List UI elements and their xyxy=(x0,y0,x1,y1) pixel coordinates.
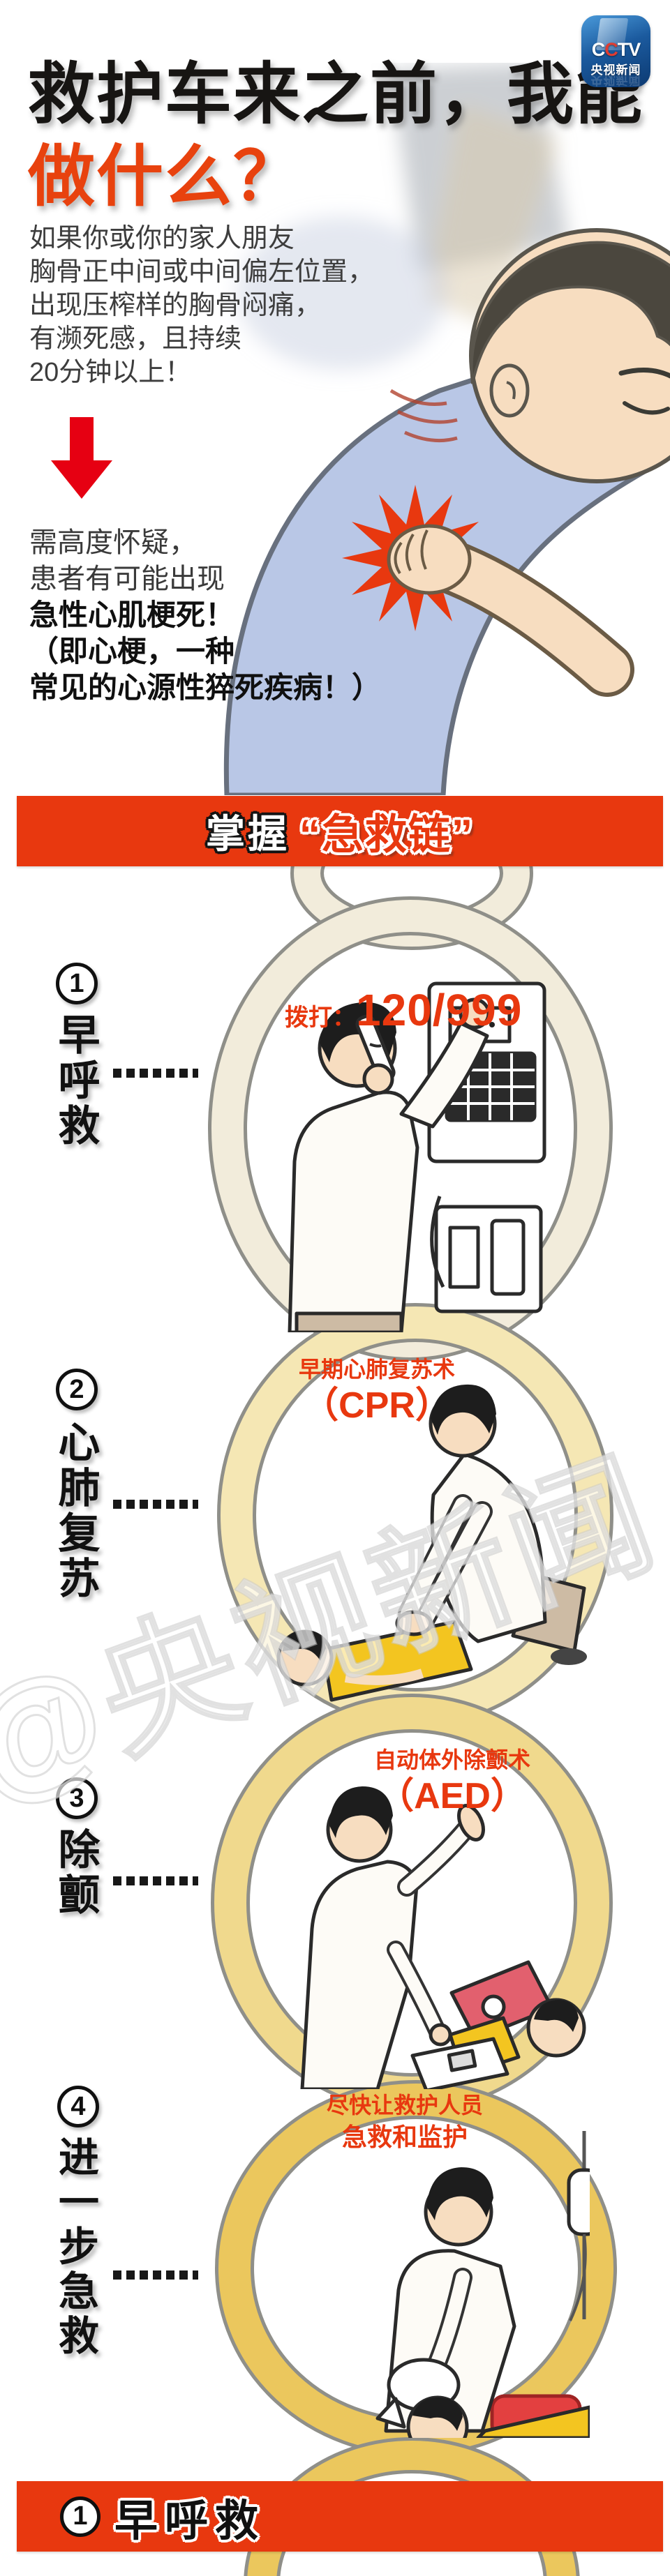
footer-label: 早呼救 xyxy=(114,2496,266,2545)
pain-scratches xyxy=(389,389,458,443)
aed-caption-line1: 自动体外除颤术 xyxy=(373,1747,530,1772)
logo-subtitle-reflection: 央视新闻 xyxy=(590,73,641,86)
diagnosis-paragraph: 需高度怀疑， 患者有可能出现 急性心肌梗死！ （即心梗，一种 常见的心源性猝死疾… xyxy=(29,525,381,706)
dial-prefix: 拨打： xyxy=(285,1004,356,1031)
arrow-stem xyxy=(70,417,94,460)
para2-line-bold: （即心梗，一种 xyxy=(29,635,235,668)
para2-line-bold: 急性心肌梗死！ xyxy=(29,598,235,631)
leader-dots xyxy=(113,1500,198,1509)
cpr-caption-line1: 早期心肺复苏术 xyxy=(298,1357,455,1382)
para1-line: 20分钟以上！ xyxy=(29,358,192,387)
para1-line: 如果你或你的家人朋友 xyxy=(29,224,295,253)
symptom-paragraph: 如果你或你的家人朋友 胸骨正中间或中间偏左位置， 出现压榨样的胸骨闷痛， 有濒死… xyxy=(29,222,374,389)
para1-line: 出现压榨样的胸骨闷痛， xyxy=(29,291,322,320)
logo-cctv-text: CCTV xyxy=(591,39,641,60)
cctv-news-logo-icon: CCTV 央视新闻 央视新闻 xyxy=(581,15,650,87)
leader-dots xyxy=(113,1876,198,1885)
page-title-line2: 做什么？ xyxy=(28,140,302,214)
cpr-caption-line2: （CPR） xyxy=(302,1385,452,1426)
page-title-line1: 救护车来之前，我能 xyxy=(28,57,643,132)
cpr-illustration xyxy=(276,1384,587,1702)
para2-line: 需高度怀疑， xyxy=(29,527,197,558)
para2-line: 患者有可能出现 xyxy=(29,564,225,594)
step1-caption: 拨打：120/999 xyxy=(285,985,522,1037)
bowed-head xyxy=(469,228,670,483)
step2-caption: 早期心肺复苏术 （CPR） xyxy=(202,1357,551,1427)
advanced-care-illustration xyxy=(375,2131,590,2438)
footer-number-badge: 1 xyxy=(60,2496,100,2537)
chest-pain-illustration xyxy=(223,63,670,795)
phone-call-illustration xyxy=(288,981,546,1332)
step2-label: 心肺复苏 xyxy=(52,1420,99,1602)
step1-label: 早呼救 xyxy=(52,1013,99,1149)
chain-banner: 掌握 “急救链” xyxy=(17,796,663,866)
aed-caption-line2: （AED） xyxy=(378,1775,527,1816)
step4-label: 进一步急救 xyxy=(52,2136,98,2359)
step3-number-badge: 3 xyxy=(56,1777,98,1819)
leader-dots xyxy=(113,2270,198,2280)
para1-line: 有濒死感，且持续 xyxy=(29,324,242,354)
arrow-head xyxy=(51,460,112,499)
aed-illustration xyxy=(300,1786,586,2089)
care-caption-line1: 尽快让救护人员 xyxy=(326,2093,483,2118)
banner-word: 掌握 xyxy=(206,812,290,856)
step1-number-badge: 1 xyxy=(56,963,98,1004)
step4-number-badge: 4 xyxy=(57,2086,99,2127)
emergency-numbers: 120/999 xyxy=(356,985,523,1035)
care-caption-line2: 急救和监护 xyxy=(341,2122,468,2151)
step3-caption: 自动体外除颤术 （AED） xyxy=(278,1747,627,1818)
red-down-arrow-icon xyxy=(51,417,112,499)
para2-line-bold: 常见的心源性猝死疾病！） xyxy=(29,671,382,704)
step4-caption: 尽快让救护人员 急救和监护 xyxy=(230,2093,579,2151)
motion-blur-smudge xyxy=(237,63,569,370)
banner-quoted: “急救链” xyxy=(299,811,474,858)
step1-footer-banner: 1 早呼救 xyxy=(17,2481,663,2552)
para1-line: 胸骨正中间或中间偏左位置， xyxy=(29,257,375,287)
clutching-arm xyxy=(387,524,634,697)
step3-label: 除颤 xyxy=(52,1828,99,1918)
logo-subtitle: 央视新闻 xyxy=(590,63,641,77)
step2-number-badge: 2 xyxy=(56,1369,98,1410)
leader-dots xyxy=(113,1069,198,1078)
